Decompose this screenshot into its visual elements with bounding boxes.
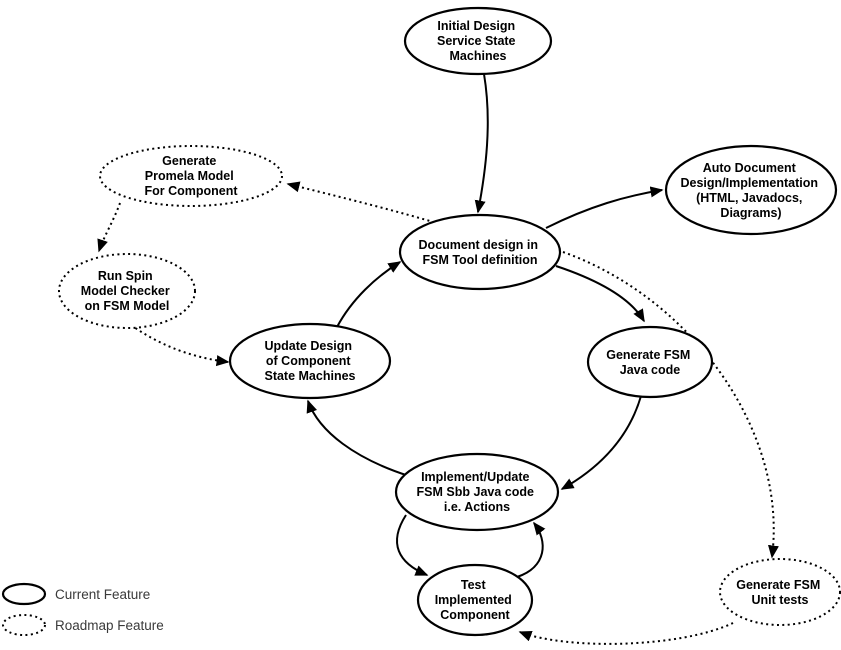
node-generate-java-label: Generate FSM Java code (606, 348, 694, 377)
node-auto-document-label: Auto Document Design/Implementation (HTM… (680, 161, 821, 220)
edge-implement-update-to-update-design (306, 399, 410, 477)
node-initial-design-label: Initial Design Service State Machines (437, 19, 519, 63)
node-generate-promela-shape (99, 145, 283, 207)
edge-generate-java-to-implement-update (560, 395, 642, 490)
node-run-spin-label: Run Spin Model Checker on FSM Model (81, 269, 173, 313)
node-generate-java-shape (586, 325, 714, 399)
node-test-component: Test Implemented Component (416, 563, 534, 637)
edge-run-spin-to-update-design (130, 324, 230, 367)
legend: Current Feature Roadmap Feature (1, 582, 164, 636)
edge-implement-update-to-test-component (396, 514, 429, 576)
legend-roadmap-feature-label: Roadmap Feature (55, 618, 164, 633)
node-generate-promela-label: Generate Promela Model For Component (144, 154, 238, 198)
edge-document-design-to-auto-document (545, 186, 664, 229)
node-generate-unit-tests-shape (719, 558, 841, 626)
node-run-spin-shape (58, 253, 196, 329)
node-generate-java: Generate FSM Java code (586, 325, 714, 399)
legend-current-feature-label: Current Feature (55, 587, 150, 602)
node-implement-update-label: Implement/Update FSM Sbb Java code i.e. … (417, 470, 538, 514)
nodes: Initial Design Service State Machines Ge… (58, 6, 841, 637)
node-update-design-label: Update Design of Component State Machine… (264, 339, 355, 383)
node-document-design-shape (398, 213, 562, 291)
node-run-spin: Run Spin Model Checker on FSM Model (58, 253, 196, 329)
node-implement-update: Implement/Update FSM Sbb Java code i.e. … (394, 452, 560, 532)
edge-generate-unit-tests-to-test-component (518, 622, 734, 645)
node-initial-design: Initial Design Service State Machines (403, 6, 553, 76)
edge-initial-design-to-document-design (474, 73, 489, 214)
node-document-design-label: Document design in FSM Tool definition (419, 238, 542, 267)
edge-document-design-to-generate-unit-tests (562, 251, 779, 559)
node-document-design: Document design in FSM Tool definition (398, 213, 562, 291)
node-generate-unit-tests: Generate FSM Unit tests (719, 558, 841, 626)
legend-current-feature-shape (1, 582, 47, 606)
edge-test-component-to-implement-update (516, 521, 546, 578)
node-generate-unit-tests-label: Generate FSM Unit tests (736, 578, 824, 607)
node-update-design: Update Design of Component State Machine… (228, 322, 392, 400)
node-auto-document-shape (664, 144, 838, 236)
node-test-component-label: Test Implemented Component (435, 578, 516, 622)
edge-document-design-to-generate-java (555, 265, 645, 323)
edge-generate-promela-to-run-spin (97, 202, 121, 253)
edge-document-design-to-generate-promela (286, 181, 451, 228)
edge-update-design-to-document-design (336, 261, 402, 328)
node-initial-design-shape (403, 6, 553, 76)
legend-roadmap-feature-shape (2, 614, 46, 636)
node-implement-update-shape (394, 452, 560, 532)
node-update-design-shape (228, 322, 392, 400)
node-test-component-shape (416, 563, 534, 637)
node-auto-document: Auto Document Design/Implementation (HTM… (664, 144, 838, 236)
node-generate-promela: Generate Promela Model For Component (99, 145, 283, 207)
edges (97, 73, 779, 645)
